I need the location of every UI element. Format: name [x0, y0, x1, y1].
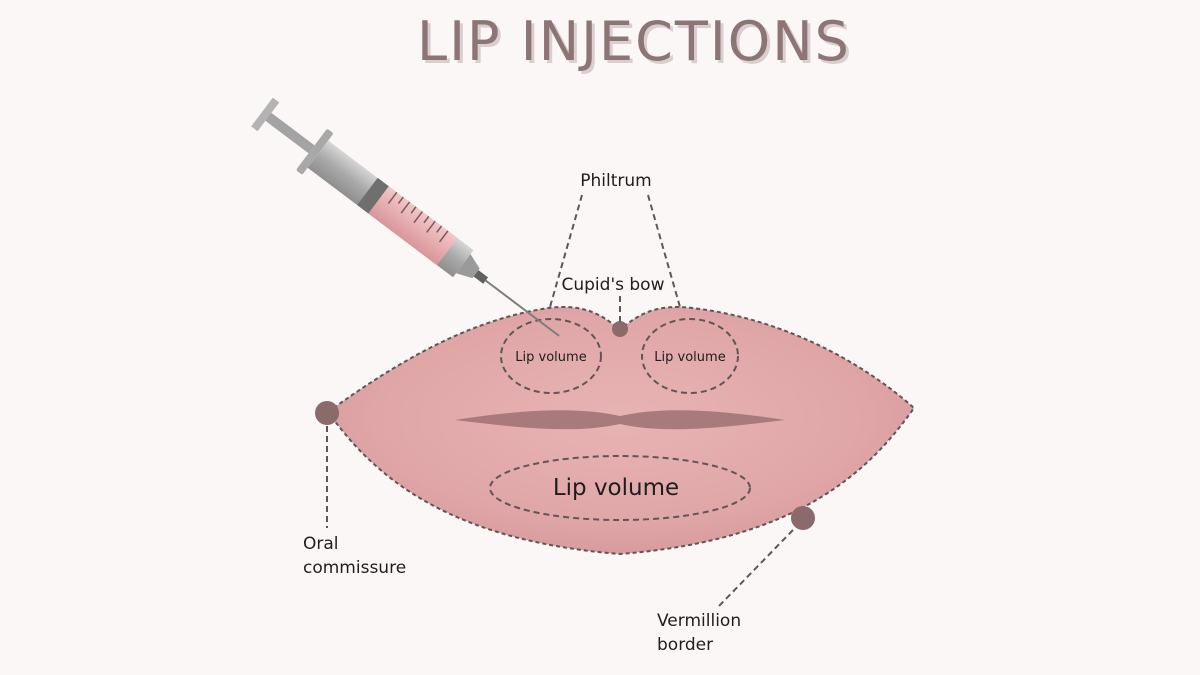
syringe-fluid	[368, 186, 458, 266]
oral-commissure-label-line1: Oral	[303, 534, 339, 554]
syringe-icon	[251, 97, 560, 337]
lips	[326, 306, 916, 556]
vermillion-border-annotation: Vermillion border	[657, 506, 815, 655]
lip-volume-label: Lip volume	[654, 350, 725, 365]
syringe-needle	[485, 279, 560, 337]
lip-volume-lower: Lip volume	[489, 455, 751, 521]
syringe-hub	[473, 270, 489, 284]
lips-shape	[326, 306, 916, 556]
cupids-bow-marker	[612, 321, 628, 337]
syringe-flange	[296, 129, 333, 175]
lip-volume-oval	[500, 318, 602, 394]
philtrum-label: Philtrum	[580, 171, 651, 191]
syringe-graduations	[387, 191, 449, 243]
lip-volume-label: Lip volume	[515, 350, 586, 365]
lip-volume-oval	[489, 455, 751, 521]
syringe-plunger-thumb	[251, 97, 280, 132]
vermillion-border-label-line1: Vermillion	[657, 611, 741, 631]
lip-volume-label: Lip volume	[553, 475, 679, 501]
mouth-line	[455, 410, 785, 430]
oral-commissure-marker	[315, 401, 339, 425]
vermillion-border-leader	[718, 529, 794, 607]
vermillion-border-label-line2: border	[657, 635, 713, 655]
page-title-shadow: LIP INJECTIONS	[420, 13, 854, 76]
lip-volume-oval	[641, 318, 739, 394]
lip-volume-upper-left: Lip volume	[500, 318, 602, 394]
philtrum-annotation: Philtrum	[549, 171, 681, 308]
vermillion-border-marker	[791, 506, 815, 530]
cupids-bow-annotation: Cupid's bow	[562, 275, 665, 337]
syringe-stopper	[357, 177, 389, 214]
syringe-plunger-rod	[265, 112, 315, 154]
cupids-bow-label: Cupid's bow	[562, 275, 665, 295]
lip-volume-upper-right: Lip volume	[641, 318, 739, 394]
syringe-nozzle	[456, 254, 480, 279]
oral-commissure-label-line2: commissure	[303, 558, 406, 578]
oral-commissure-annotation: Oral commissure	[303, 401, 406, 578]
page-title: LIP INJECTIONS	[417, 10, 851, 73]
